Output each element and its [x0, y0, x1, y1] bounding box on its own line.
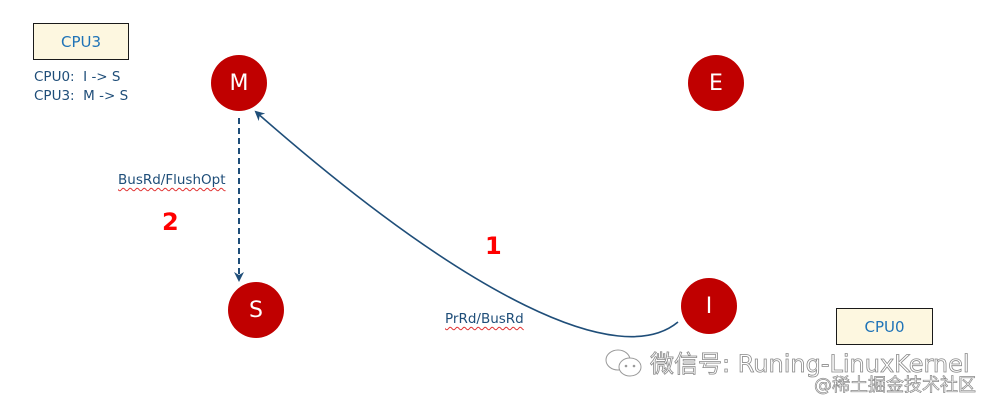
- cpu0-label: CPU0: [864, 317, 905, 336]
- watermark-wechat-id: 微信号: Runing-LinuxKernel: [650, 350, 970, 379]
- state-node-s: S: [228, 282, 284, 338]
- edge-label-prrd-busrd: PrRd/BusRd: [445, 311, 524, 327]
- state-node-i-label: I: [705, 293, 713, 319]
- state-node-s-label: S: [249, 297, 263, 323]
- state-node-e-label: E: [709, 70, 723, 96]
- cpu0-label-box: CPU0: [836, 308, 933, 345]
- state-change-cpu0: CPU0: I -> S: [34, 69, 121, 85]
- state-node-m-label: M: [229, 70, 249, 96]
- state-change-cpu3: CPU3: M -> S: [34, 88, 129, 104]
- step-number-2: 2: [162, 208, 179, 236]
- state-node-e: E: [688, 55, 744, 111]
- state-node-m: M: [211, 55, 267, 111]
- wechat-icon: [605, 349, 642, 377]
- edge-label-busrd-flushopt: BusRd/FlushOpt: [118, 172, 226, 188]
- state-node-i: I: [681, 278, 737, 334]
- cpu3-label: CPU3: [60, 32, 102, 51]
- cpu3-label-box: CPU3: [33, 23, 129, 60]
- arrow-i-to-m: [254, 110, 679, 338]
- step-number-1: 1: [485, 232, 502, 260]
- watermark-juejin: @稀土掘金技术社区: [814, 375, 977, 397]
